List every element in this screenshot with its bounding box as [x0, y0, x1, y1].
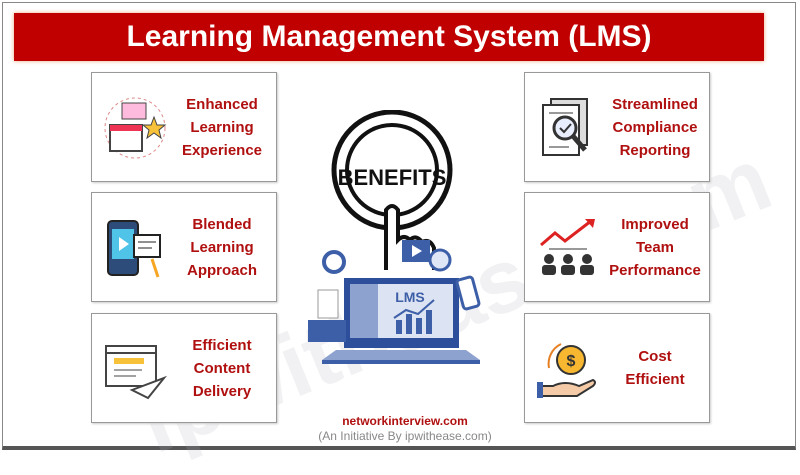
target-icon — [322, 250, 346, 274]
label-line: Efficient — [625, 371, 685, 388]
label-line: Cost — [638, 348, 672, 365]
label-line: Reporting — [619, 141, 691, 159]
page-title: Learning Management System (LMS) — [14, 13, 764, 61]
label-line: Team — [635, 238, 675, 256]
label-line: Compliance — [612, 118, 698, 136]
paper-plane-icon — [105, 345, 168, 400]
label-line: Delivery — [192, 382, 252, 400]
label-line: Blended — [192, 215, 252, 233]
svg-text:$: $ — [567, 353, 576, 370]
footer-initiative: (An Initiative By ipwithease.com) — [318, 429, 492, 443]
label-line: Performance — [609, 261, 701, 279]
tablet-video-icon — [107, 220, 161, 278]
document-magnifier-icon — [542, 98, 588, 156]
label-line: Experience — [181, 141, 263, 159]
team-growth-icon — [540, 219, 595, 275]
label-line: Efficient — [192, 336, 252, 354]
label-line: Streamlined — [612, 95, 698, 113]
label-line: Approach — [186, 261, 257, 279]
hand-coin-icon: $ — [537, 343, 596, 398]
label-line: Enhanced — [186, 95, 258, 113]
label-line: Learning — [190, 238, 254, 256]
screen-label: LMS — [395, 289, 425, 305]
frame — [2, 2, 796, 450]
phone-icon — [455, 275, 481, 311]
benefits-badge: BENEFITS — [338, 165, 447, 190]
laptop-keyboard — [322, 350, 480, 360]
footer-site: networkinterview.com — [342, 414, 468, 428]
label-line: Improved — [621, 215, 689, 233]
label-line: Content — [193, 359, 251, 377]
compass-icon — [428, 248, 452, 272]
checklist-icon — [317, 289, 339, 319]
label-line: Learning — [190, 118, 254, 136]
folder-icon — [308, 320, 346, 342]
calendar-star-icon — [104, 97, 167, 159]
lms-benefits-illustration: BENEFITS LMS — [308, 110, 481, 364]
